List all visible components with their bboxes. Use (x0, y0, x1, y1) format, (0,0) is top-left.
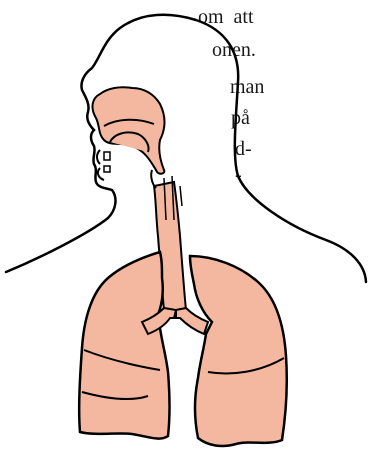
lips (97, 150, 104, 180)
teeth (104, 152, 110, 172)
lung-right (190, 256, 287, 446)
lung-left (79, 252, 169, 439)
body-silhouette (6, 15, 366, 282)
nasal-oral-cavity (93, 87, 165, 174)
